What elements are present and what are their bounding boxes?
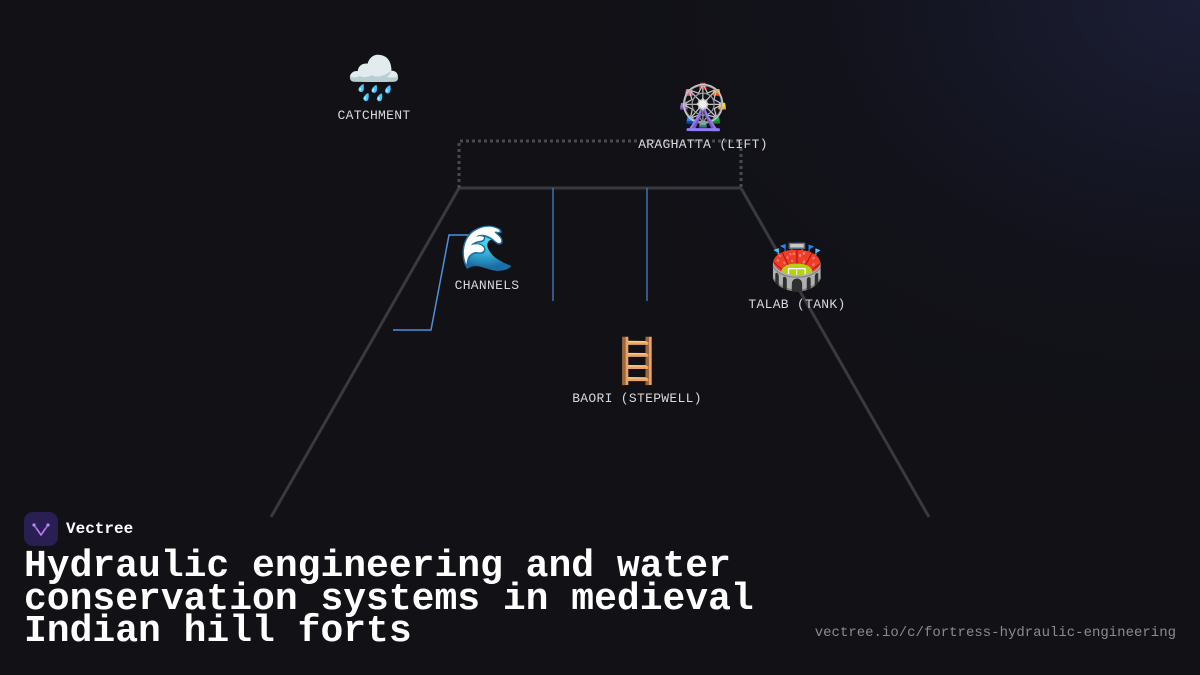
water-wave-icon: 🌊 xyxy=(459,223,515,274)
node-araghatta: 🎡 ARAGHATTA (LIFT) xyxy=(638,82,768,153)
node-label-araghatta: ARAGHATTA (LIFT) xyxy=(638,137,768,152)
node-channels: 🌊 CHANNELS xyxy=(454,223,520,294)
node-label-talab: TALAB (TANK) xyxy=(748,297,846,312)
node-label-catchment: CATCHMENT xyxy=(337,108,411,123)
page-title: Hydraulic engineering and water conserva… xyxy=(24,545,754,653)
fort-slope-left xyxy=(269,187,461,518)
vectree-logo-icon xyxy=(24,512,58,546)
brand: Vectree xyxy=(24,512,133,546)
rain-cloud-icon: 🌧️ xyxy=(346,53,402,104)
node-talab: 🏟️ TALAB (TANK) xyxy=(748,242,846,313)
node-catchment: 🌧️ CATCHMENT xyxy=(337,53,411,124)
ferris-wheel-icon: 🎡 xyxy=(675,82,731,133)
node-baori: 🪜 BAORI (STEPWELL) xyxy=(572,336,702,407)
source-url[interactable]: vectree.io/c/fortress-hydraulic-engineer… xyxy=(814,625,1176,641)
stadium-icon: 🏟️ xyxy=(769,242,825,293)
brand-name: Vectree xyxy=(66,520,134,538)
fort-slope-right xyxy=(739,187,931,518)
node-label-channels: CHANNELS xyxy=(454,278,520,293)
citadel-dashed-outline xyxy=(457,139,743,188)
node-label-baori: BAORI (STEPWELL) xyxy=(572,391,702,406)
ladder-icon: 🪜 xyxy=(609,336,665,387)
channel-line xyxy=(393,234,470,331)
